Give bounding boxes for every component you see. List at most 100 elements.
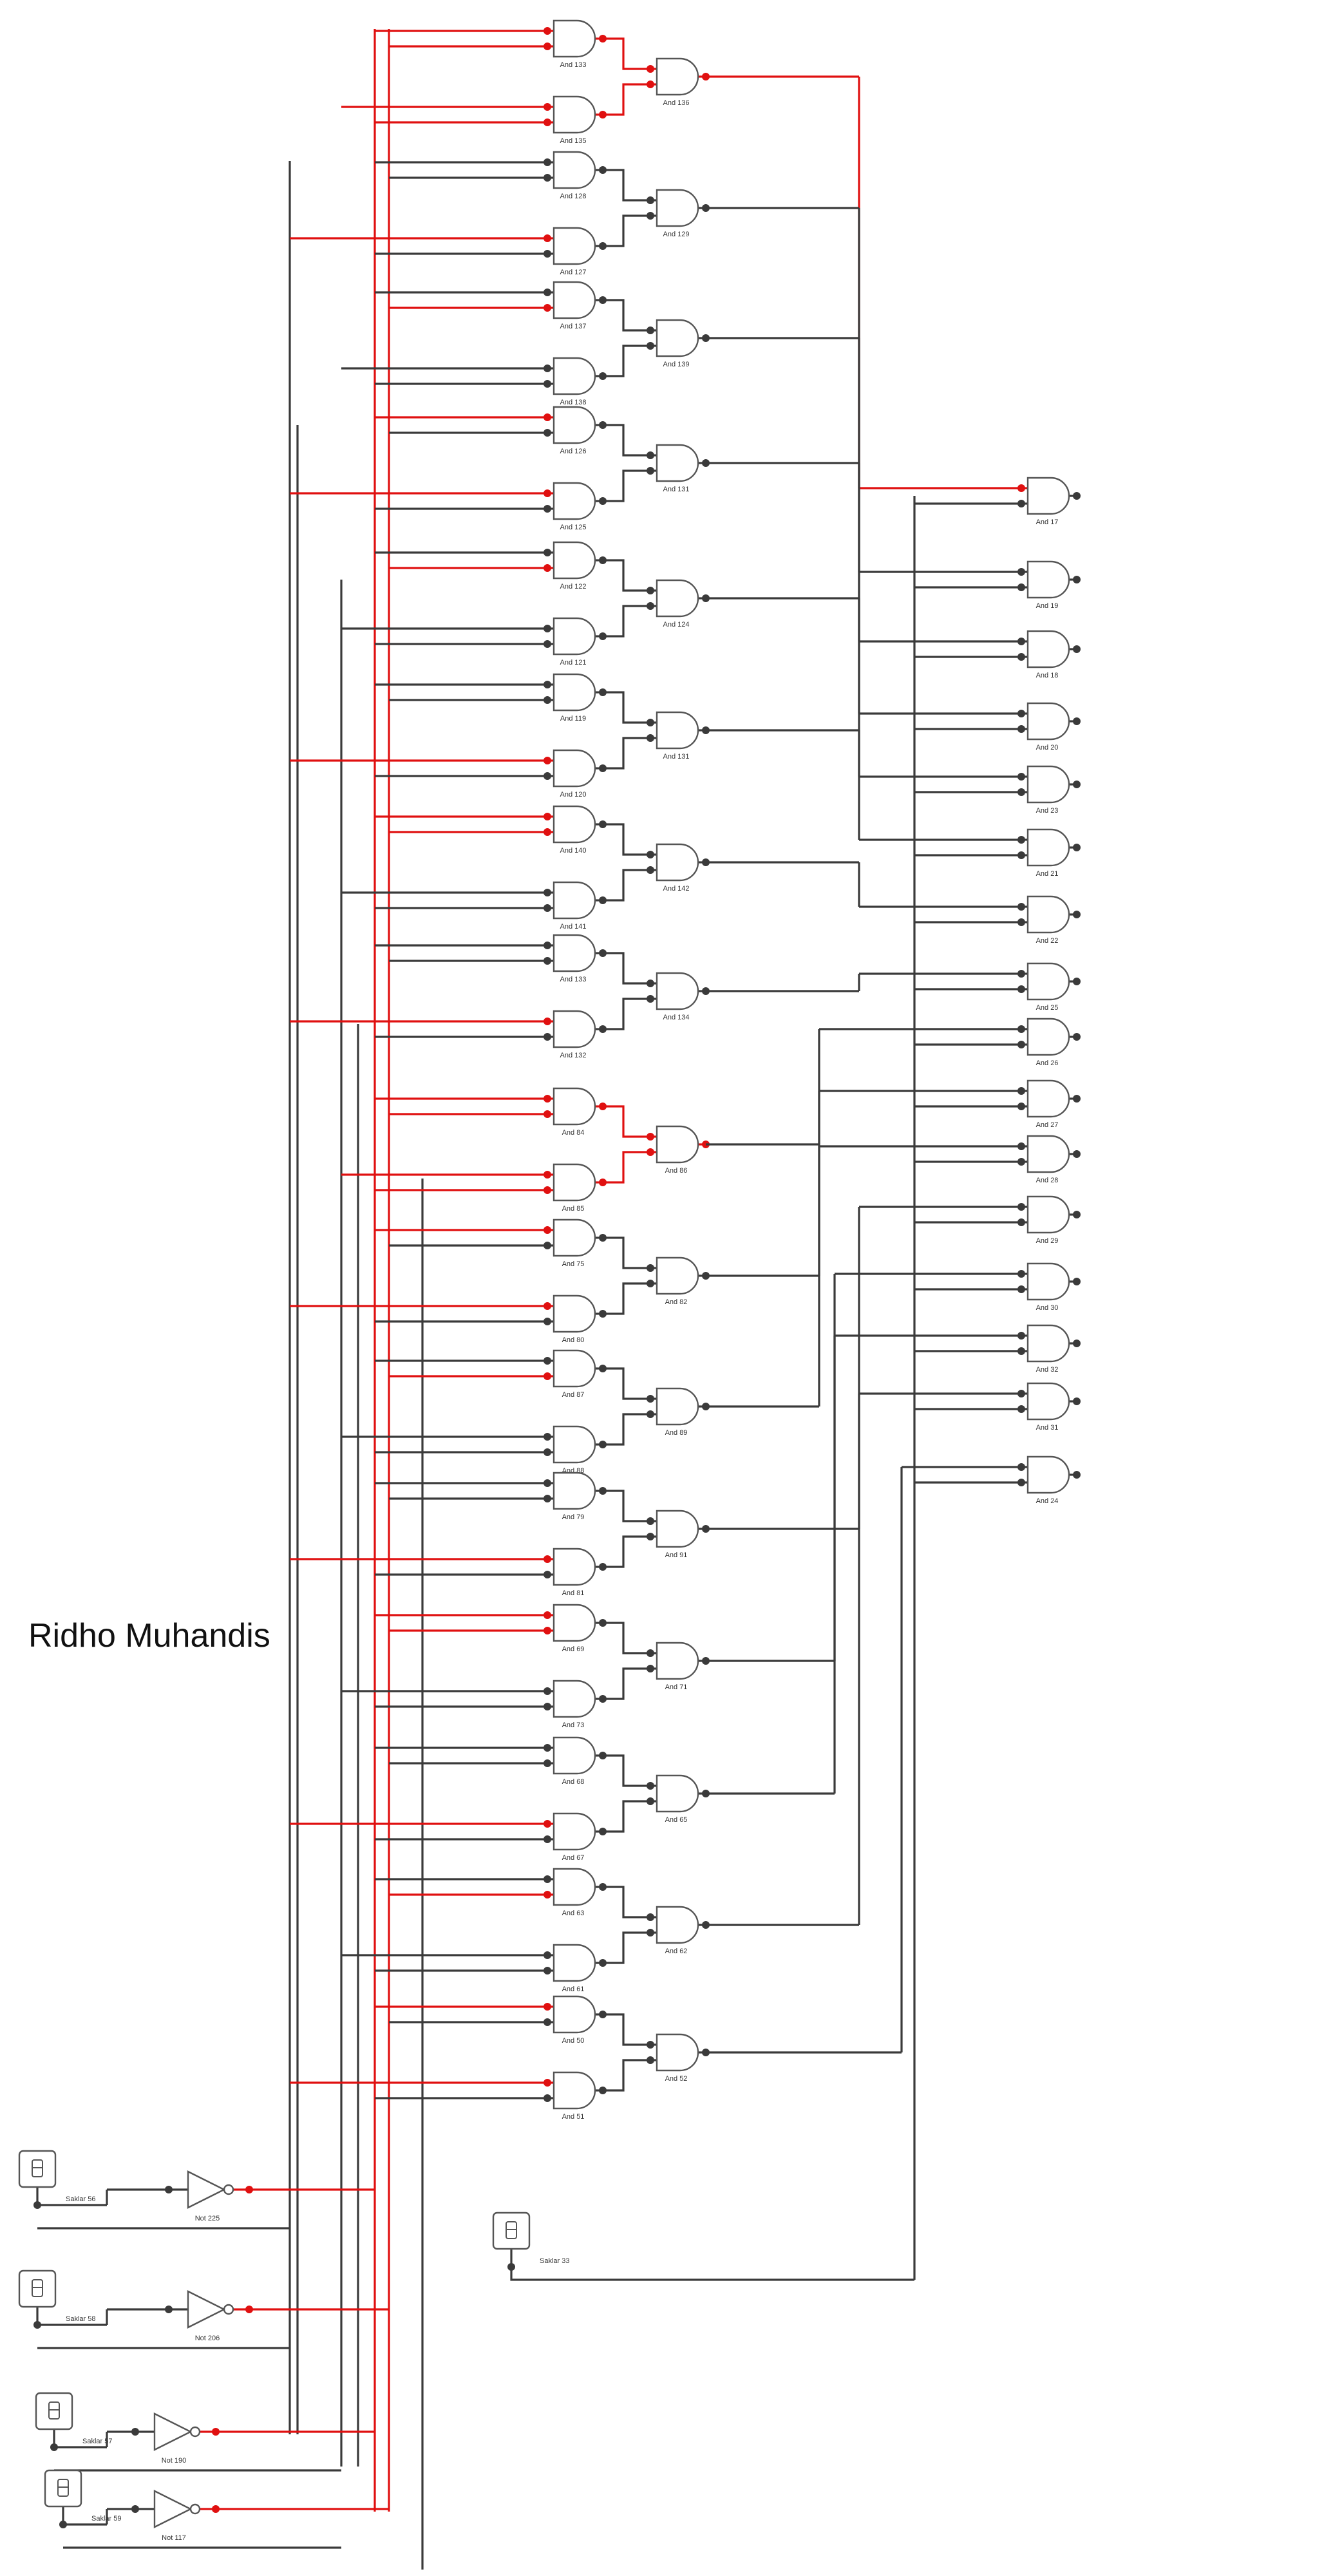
wire [603,1622,650,1654]
and-gate [553,1294,596,1333]
wire [603,952,650,985]
and-gate-label: And 131 [663,486,690,493]
and-gate [553,1548,596,1586]
and-gate [1026,630,1070,668]
and-gate-label: And 87 [562,1391,585,1399]
and-gate-label: And 134 [663,1014,690,1021]
switch-label: Saklar 56 [66,2195,95,2203]
and-gate [656,1906,699,1944]
and-gate [1026,1455,1070,1494]
wire [603,1236,650,1269]
and-gate [553,1944,596,1982]
and-gate-label: And 138 [560,399,587,406]
and-gate-label: And 69 [562,1645,585,1653]
wire [603,605,650,638]
wire [603,345,650,377]
and-gate [1026,1324,1070,1363]
and-gate [553,1736,596,1775]
and-gate [656,1774,699,1813]
and-gate-label: And 22 [1036,937,1059,945]
and-gate-label: And 121 [560,659,587,667]
and-gate [1026,1018,1070,1056]
and-gate-label: And 19 [1036,602,1059,610]
switch-icon [18,2150,57,2188]
switch-icon [44,2469,82,2508]
switch-icon [35,2392,73,2430]
wire [603,1151,650,1184]
and-gate-label: And 126 [560,448,587,455]
and-gate [656,319,699,357]
and-gate [656,843,699,882]
and-gate-label: And 27 [1036,1121,1059,1129]
and-gate [553,617,596,656]
and-gate-label: And 89 [665,1429,688,1437]
and-gate-label: And 18 [1036,672,1059,679]
and-gate [553,1218,596,1257]
and-gate [553,281,596,319]
and-gate-label: And 28 [1036,1177,1059,1184]
and-gate [553,406,596,444]
and-gate [656,579,699,618]
and-gate-label: And 131 [663,753,690,761]
and-gate [1026,1195,1070,1234]
and-gate-label: And 82 [665,1298,688,1306]
and-gate [553,1868,596,1906]
and-gate [1026,895,1070,934]
wire [603,1535,650,1568]
and-gate [1026,702,1070,741]
not-gate [187,2170,226,2209]
wire [603,1490,650,1522]
not-gate-label: Not 225 [195,2215,220,2222]
and-gate [656,1387,699,1426]
wire [603,37,650,70]
not-gate [153,2490,193,2528]
and-gate [553,357,596,395]
and-gate [553,1425,596,1464]
and-gate-label: And 30 [1036,1304,1059,1312]
and-gate [553,805,596,844]
and-gate [656,1642,699,1680]
and-gate-label: And 50 [562,2037,585,2045]
and-gate-label: And 52 [665,2075,688,2083]
and-gate-label: And 65 [665,1816,688,1824]
wire [603,1754,650,1787]
and-gate-label: And 24 [1036,1497,1059,1505]
wire [603,998,650,1030]
and-gate [553,2071,596,2110]
and-gate-label: And 140 [560,847,587,855]
and-gate [553,749,596,788]
and-gate [553,482,596,520]
and-gate [553,1349,596,1388]
wire [603,1367,650,1400]
and-gate [553,227,596,265]
and-gate [1026,560,1070,599]
and-gate-label: And 125 [560,524,587,531]
and-gate [1026,1382,1070,1421]
and-gate-label: And 67 [562,1854,585,1862]
and-gate [1026,765,1070,804]
and-gate-label: And 51 [562,2113,585,2121]
and-gate-label: And 81 [562,1589,585,1597]
and-gate-label: And 32 [1036,1366,1059,1374]
wire [603,2013,650,2046]
switch-icon [492,2211,531,2250]
and-gate [553,934,596,972]
and-gate-label: And 91 [665,1551,688,1559]
and-gate [656,711,699,750]
switch-label: Saklar 59 [91,2515,121,2523]
and-gate-label: And 85 [562,1205,585,1213]
not-gate-label: Not 117 [162,2534,186,2542]
wire [603,424,650,457]
author-title: Ridho Muhandis [28,1617,270,1654]
wire [603,869,650,902]
wire [603,83,650,116]
and-gate [553,673,596,712]
and-gate [553,1604,596,1642]
and-gate-label: And 25 [1036,1004,1059,1012]
wire [603,1931,650,1964]
wire [603,1667,650,1700]
wire [603,169,650,202]
and-gate [1026,828,1070,867]
and-gate-label: And 128 [560,193,587,200]
